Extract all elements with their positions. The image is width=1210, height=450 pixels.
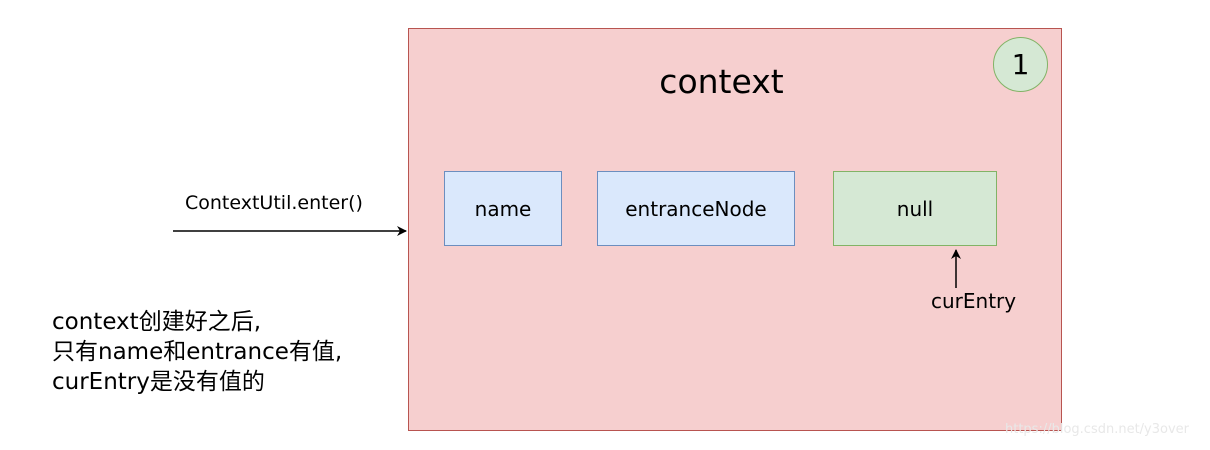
name-field-label: name bbox=[474, 196, 532, 221]
context-title: context bbox=[659, 62, 784, 101]
note-line-1: context创建好之后, bbox=[52, 309, 261, 335]
note-line-3: curEntry是没有值的 bbox=[52, 369, 265, 395]
explanation-note: context创建好之后, 只有name和entrance有值, curEntr… bbox=[52, 307, 342, 397]
cur-entry-label: curEntry bbox=[931, 289, 1017, 313]
step-number: 1 bbox=[1011, 48, 1030, 81]
watermark-text: https://blog.csdn.net/y3over bbox=[1005, 422, 1190, 437]
cur-entry-field-box: null bbox=[833, 171, 997, 246]
entrance-node-field-box: entranceNode bbox=[597, 171, 795, 246]
enter-call-label: ContextUtil.enter() bbox=[185, 192, 363, 214]
name-field-box: name bbox=[444, 171, 562, 246]
note-line-2: 只有name和entrance有值, bbox=[52, 339, 343, 365]
null-value-label: null bbox=[896, 196, 934, 221]
entrance-node-field-label: entranceNode bbox=[625, 196, 767, 221]
step-number-badge: 1 bbox=[993, 37, 1048, 92]
